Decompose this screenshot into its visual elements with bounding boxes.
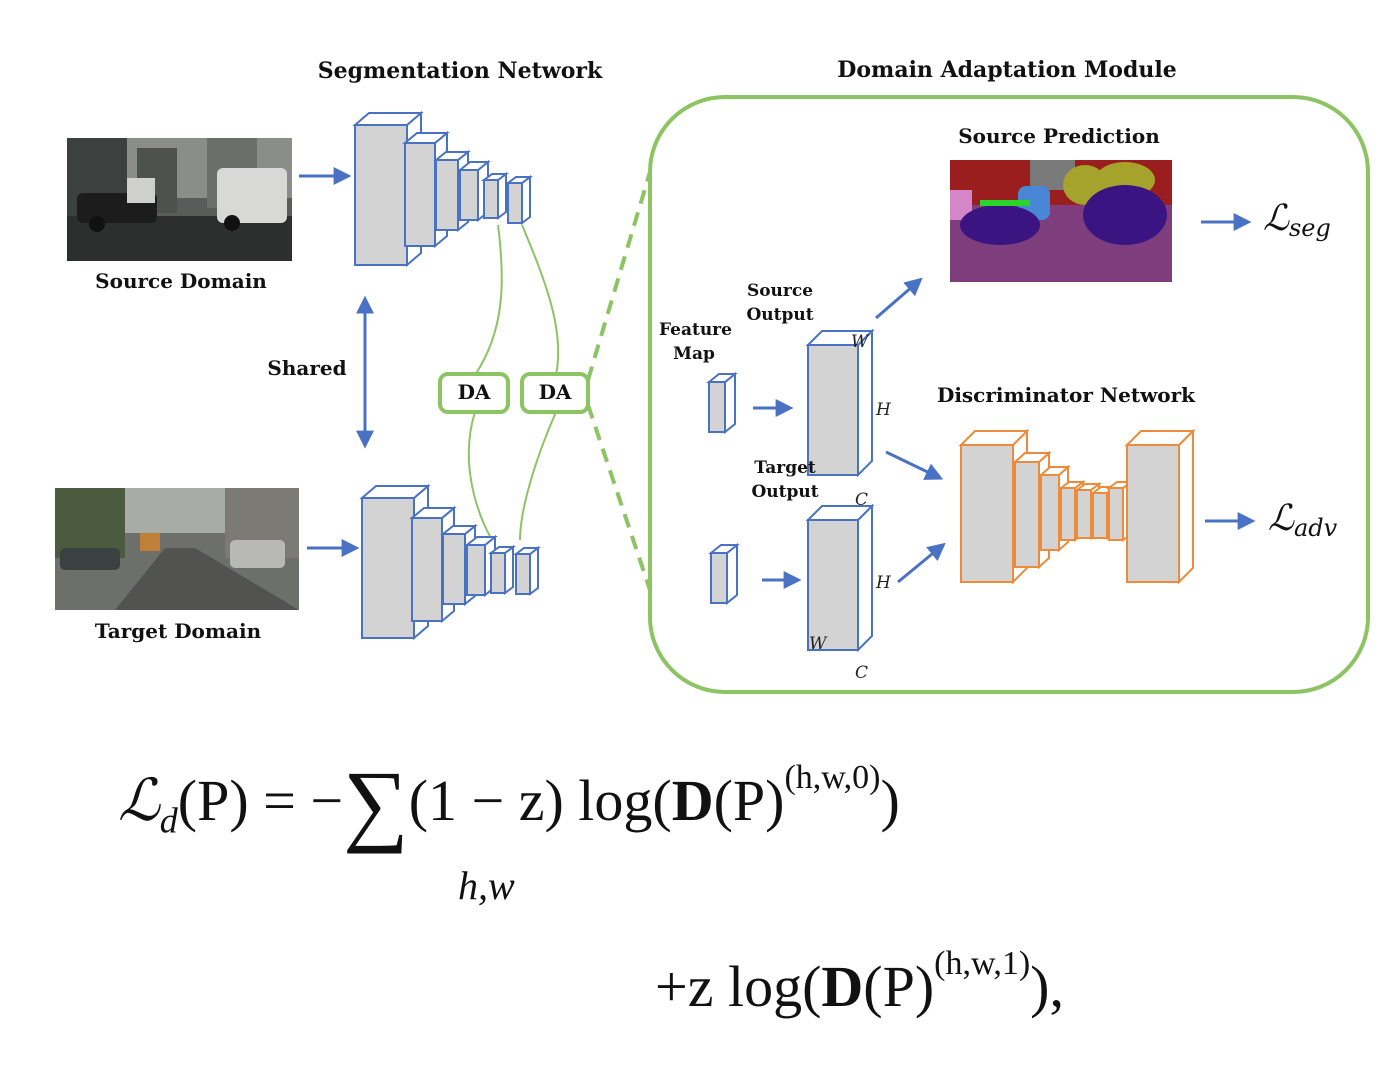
target-output-label: Target Output <box>751 458 819 502</box>
source-output-label: Source Output <box>746 281 814 325</box>
segmentation-network-title: Segmentation Network <box>317 58 603 84</box>
target-output-h-label: H <box>876 573 891 593</box>
seg-top-layer-4 <box>481 172 509 220</box>
target-output-c-label: C <box>855 663 869 683</box>
source-domain-image <box>67 138 292 261</box>
da-connector-top-2 <box>521 224 560 376</box>
domain-adaptation-module-title: Domain Adaptation Module <box>837 57 1177 83</box>
adv-loss-label: ℒadv <box>1268 498 1338 542</box>
source-to-prediction-arrow <box>875 277 923 320</box>
source-output-block <box>805 328 875 478</box>
target-domain-image <box>55 488 299 610</box>
feature-map-source <box>706 371 738 435</box>
zoom-line-top <box>586 171 652 381</box>
equation-line-2: +z log(D(P)(h,w,1)), <box>655 945 1064 1019</box>
source-output-c-label: C <box>855 490 869 510</box>
discriminator-layer-7 <box>1124 428 1196 585</box>
source-prediction-image <box>950 160 1172 282</box>
segmentation-network-target-layers <box>359 483 541 641</box>
target-output-w-label: W <box>809 634 827 654</box>
zoom-line-bottom <box>586 404 652 591</box>
segmentation-network-source-layers <box>352 110 533 268</box>
feature-map-label: Feature Map <box>659 320 732 364</box>
source-prediction-label: Source Prediction <box>958 124 1160 148</box>
shared-label: Shared <box>267 356 347 380</box>
seg-top-layer-5 <box>505 175 533 225</box>
source-output-h-label: H <box>876 400 891 420</box>
feature-map-target <box>708 542 740 606</box>
da-connector-bottom-2 <box>519 411 557 541</box>
target-domain-label: Target Domain <box>94 619 262 643</box>
equation-sum-subscript: h,w <box>458 863 515 908</box>
source-to-discriminator-arrow <box>885 450 944 480</box>
target-to-discriminator-arrow <box>897 542 946 584</box>
output-blocks <box>805 328 875 653</box>
target-output-block <box>805 503 875 653</box>
source-output-w-label: W <box>851 332 869 352</box>
da-block-1-label: DA <box>457 380 491 404</box>
equation-line-1: ℒd(P) = −∑(1 − z) log(D(P)(h,w,0)) <box>118 752 900 854</box>
da-connector-top-1 <box>474 224 503 376</box>
discriminator-network-layers <box>958 428 1196 585</box>
discriminator-network-label: Discriminator Network <box>936 383 1196 407</box>
seg-bottom-layer-4 <box>488 545 516 595</box>
da-block-2-label: DA <box>538 380 572 404</box>
feature-map-blocks <box>706 371 740 606</box>
source-domain-label: Source Domain <box>95 269 267 293</box>
seg-loss-label: ℒseg <box>1263 198 1331 242</box>
da-block-1 <box>438 372 510 414</box>
domain-adaptation-module-frame <box>648 95 1370 694</box>
seg-bottom-layer-5 <box>513 546 541 596</box>
da-connector-bottom-1 <box>467 411 493 541</box>
da-block-2 <box>520 372 590 414</box>
